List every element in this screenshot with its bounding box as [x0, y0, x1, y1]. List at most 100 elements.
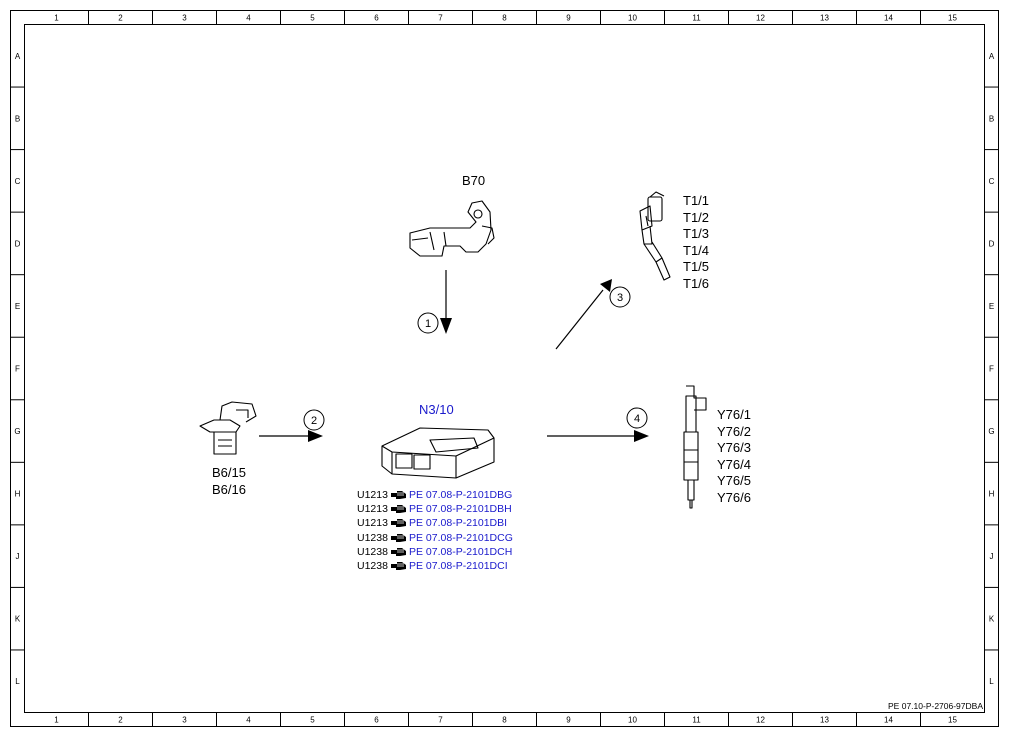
grid-row-letter: G: [988, 427, 994, 436]
arrow-3: [555, 279, 631, 350]
grid-row-letter: G: [14, 427, 20, 436]
outer-frame: [10, 10, 999, 727]
arrow-1: [417, 270, 452, 334]
grid-column-number: 15: [948, 14, 957, 23]
grid-row-letter: E: [989, 302, 994, 311]
y76-label-6: Y76/6: [717, 489, 751, 505]
reference-row: U1238 PE 07.08-P-2101DCG: [357, 531, 513, 545]
grid-row-letter: C: [15, 177, 21, 186]
b6-labels: B6/15 B6/16: [212, 465, 246, 498]
reference-code: U1238: [357, 545, 388, 558]
t1-labels: T1/1 T1/2 T1/3 T1/4 T1/5 T1/6: [683, 193, 709, 292]
grid-column-number: 12: [756, 14, 765, 23]
y76-label-2: Y76/2: [717, 423, 751, 439]
grid-column-number: 8: [502, 14, 507, 23]
arrow-4: [547, 407, 649, 442]
grid-row-letter: L: [15, 677, 20, 686]
grid-column-number: 3: [182, 14, 187, 23]
n3-10-ecu-drawing: [381, 427, 495, 479]
b6-sensor-drawing: [199, 401, 257, 455]
arrow-3-number: 3: [617, 292, 623, 304]
pointing-hand-icon: [391, 533, 406, 542]
grid-column-number: 7: [438, 14, 443, 23]
grid-column-number: 4: [246, 716, 251, 725]
grid-column-number: 10: [628, 14, 637, 23]
n3-10-label: N3/10: [419, 402, 454, 417]
grid-column-number: 9: [566, 716, 571, 725]
grid-row-letter: D: [15, 239, 21, 248]
grid-ruler: 1122334455667788991010111112121313141415…: [10, 10, 999, 727]
arrow-2: [259, 409, 325, 442]
t1-coil-drawing: [639, 191, 671, 281]
b6-label-1: B6/15: [212, 465, 246, 480]
grid-column-number: 7: [438, 716, 443, 725]
reference-code: U1213: [357, 517, 388, 530]
grid-column-number: 11: [692, 716, 701, 725]
b70-sensor-drawing: [409, 200, 495, 257]
reference-link[interactable]: PE 07.08-P-2101DBI: [409, 517, 508, 530]
grid-row-letter: B: [15, 114, 20, 123]
reference-link[interactable]: PE 07.08-P-2101DBG: [409, 489, 513, 501]
arrow-4-number: 4: [634, 413, 640, 425]
arrow-2-number: 2: [311, 415, 317, 427]
grid-column-number: 13: [820, 14, 829, 23]
t1-label-6: T1/6: [683, 275, 710, 291]
grid-column-number: 12: [756, 716, 765, 725]
grid-column-number: 1: [54, 716, 59, 725]
grid-column-number: 10: [628, 716, 637, 725]
grid-column-number: 14: [884, 14, 893, 23]
grid-row-letter: E: [15, 302, 20, 311]
b70-label: B70: [462, 173, 486, 188]
grid-column-number: 5: [310, 716, 315, 725]
reference-row: U1213 PE 07.08-P-2101DBI: [357, 516, 513, 530]
reference-code: U1238: [357, 559, 388, 572]
reference-code: U1213: [357, 489, 388, 501]
reference-list: U1213 PE 07.08-P-2101DBG U1213 PE 07.08-…: [357, 488, 513, 573]
grid-column-number: 2: [118, 14, 123, 23]
grid-row-letter: H: [989, 490, 995, 499]
arrow-1-number: 1: [425, 318, 431, 330]
grid-column-number: 14: [884, 716, 893, 725]
grid-column-number: 8: [502, 716, 507, 725]
grid-row-letter: J: [16, 552, 20, 561]
grid-row-letter: F: [989, 365, 994, 374]
grid-column-number: 6: [374, 14, 379, 23]
reference-link[interactable]: PE 07.08-P-2101DCG: [409, 531, 513, 544]
reference-link[interactable]: PE 07.08-P-2101DBH: [409, 503, 512, 516]
grid-row-letter: A: [989, 52, 995, 61]
t1-label-2: T1/2: [683, 209, 710, 225]
b6-label-2: B6/16: [212, 481, 246, 497]
grid-column-number: 1: [54, 14, 59, 23]
grid-row-letter: K: [989, 615, 995, 624]
grid-row-letter: C: [989, 177, 995, 186]
grid-column-number: 11: [692, 14, 701, 23]
grid-column-number: 4: [246, 14, 251, 23]
grid-row-letter: K: [15, 615, 21, 624]
pointing-hand-icon: [391, 562, 406, 571]
pointing-hand-icon: [391, 547, 406, 556]
y76-injector-drawing: [683, 385, 707, 509]
grid-column-number: 13: [820, 716, 829, 725]
y76-label-3: Y76/3: [717, 440, 751, 455]
t1-label-1: T1/1: [683, 193, 710, 208]
reference-row: U1213 PE 07.08-P-2101DBG: [357, 488, 513, 502]
grid-row-letter: A: [15, 52, 21, 61]
y76-label-1: Y76/1: [717, 407, 751, 422]
grid-row-letter: D: [989, 239, 995, 248]
grid-row-letter: F: [15, 365, 20, 374]
grid-row-letter: B: [989, 114, 994, 123]
reference-link[interactable]: PE 07.08-P-2101DCI: [409, 559, 508, 572]
y76-label-5: Y76/5: [717, 473, 751, 488]
pointing-hand-icon: [391, 505, 406, 514]
reference-link[interactable]: PE 07.08-P-2101DCH: [409, 545, 513, 558]
pointing-hand-icon: [391, 491, 406, 500]
grid-row-letter: J: [990, 552, 994, 561]
grid-row-letter: L: [989, 677, 994, 686]
reference-row: U1213 PE 07.08-P-2101DBH: [357, 502, 513, 516]
grid-column-number: 9: [566, 14, 571, 23]
t1-label-3: T1/3: [683, 226, 710, 241]
grid-column-number: 3: [182, 716, 187, 725]
y76-labels: Y76/1 Y76/2 Y76/3 Y76/4 Y76/5 Y76/6: [717, 407, 751, 506]
reference-row: U1238 PE 07.08-P-2101DCH: [357, 545, 513, 559]
